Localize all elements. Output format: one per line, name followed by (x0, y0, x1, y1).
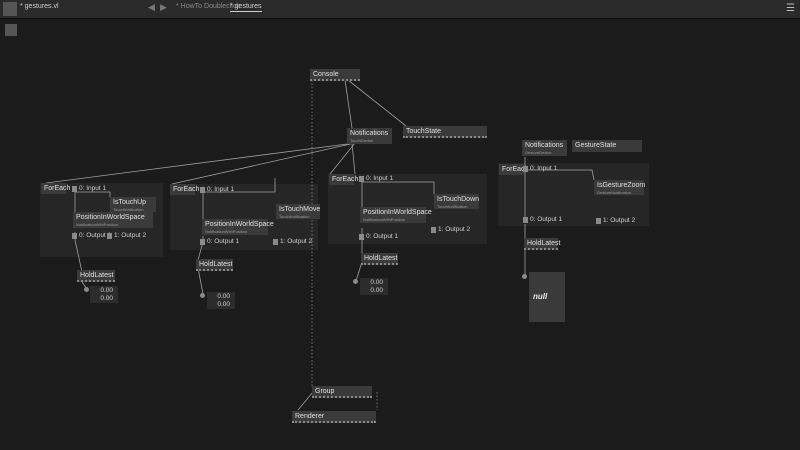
null-output-panel: null (529, 272, 565, 322)
output1-pin-2[interactable] (200, 239, 205, 245)
output-dot-4[interactable] (522, 274, 527, 279)
holdlatest-label-2: HoldLatest (199, 261, 233, 268)
istouchdown-label: IsTouchDown (437, 196, 480, 203)
value-2a: 0.00 (207, 292, 235, 301)
position-label-3: PositionInWorldSpace (363, 209, 432, 216)
input-pin-2[interactable] (200, 187, 205, 193)
output2-label-1: 1: Output 2 (114, 232, 147, 239)
output2-label-2: 1: Output 2 (280, 238, 313, 245)
touchstate-node[interactable]: TouchState (403, 126, 487, 138)
position-type-3: NotificationWithPosition (363, 217, 406, 222)
console-node[interactable]: Console (310, 69, 360, 81)
value-1a: 0.00 (90, 286, 118, 295)
output1-pin-3[interactable] (359, 234, 364, 240)
output2-pin-4[interactable] (596, 218, 601, 224)
istouchup-type: TouchNotification (113, 207, 144, 212)
isgesturezoom-label: IsGestureZoom (597, 182, 646, 189)
output1-pin-4[interactable] (523, 217, 528, 223)
output2-label-3: 1: Output 2 (438, 226, 471, 233)
foreach-node-1[interactable]: ForEach (41, 183, 70, 194)
foreach-label-2: ForEach (173, 186, 200, 193)
istouchup-label: IsTouchUp (113, 199, 147, 206)
output-dot-3[interactable] (353, 279, 358, 284)
hamburger-icon[interactable]: ☰ (786, 3, 795, 14)
output-dot-1[interactable] (84, 287, 89, 292)
istouchdown-type: TouchNotification (437, 204, 468, 209)
istouchmove-type: TouchNotification (279, 214, 310, 219)
gesturestate-node[interactable]: GestureState (572, 140, 642, 152)
output1-label-4: 0: Output 1 (530, 216, 563, 223)
output1-label-2: 0: Output 1 (207, 238, 240, 245)
foreach-label-3: ForEach (332, 176, 359, 183)
foreach-node-3[interactable]: ForEach (329, 174, 358, 185)
output1-label-3: 0: Output 1 (366, 233, 399, 240)
holdlatest-node-3[interactable]: HoldLatest (361, 253, 398, 265)
input-label-3: 0: Input 1 (366, 175, 394, 182)
holdlatest-node-2[interactable]: HoldLatest (196, 259, 233, 271)
foreach-label-1: ForEach (44, 185, 71, 192)
istouchmove-label: IsTouchMove (279, 206, 321, 213)
position-type-1: NotificationWithPosition (76, 222, 119, 227)
output2-pin-1[interactable] (107, 233, 112, 239)
group-node[interactable]: Group (312, 386, 372, 398)
holdlatest-label-3: HoldLatest (364, 255, 398, 262)
notifications-touch-label: Notifications (350, 130, 389, 137)
value-3a: 0.00 (360, 278, 388, 287)
output-dot-2[interactable] (200, 293, 205, 298)
foreach-label-4: ForEach (502, 166, 529, 173)
output1-pin-1[interactable] (72, 233, 77, 239)
value-1b: 0.00 (90, 294, 118, 303)
notifications-gesture-type: GestureDevice (525, 150, 552, 155)
toolbar-square-button[interactable] (5, 24, 17, 36)
output2-label-4: 1: Output 2 (603, 217, 636, 224)
app-icon[interactable] (3, 2, 17, 16)
gesturestate-label: GestureState (575, 142, 617, 149)
input-pin-3[interactable] (359, 176, 364, 182)
position-label-2: PositionInWorldSpace (205, 221, 274, 228)
left-arrow-icon[interactable]: ◀ (148, 2, 155, 12)
holdlatest-node-4[interactable]: HoldLatest (524, 238, 561, 250)
position-type-2: NotificationWithPosition (205, 229, 248, 234)
null-label: null (533, 292, 548, 301)
input-pin-1[interactable] (72, 186, 77, 192)
output1-label-1: 0: Output 1 (79, 232, 112, 239)
notifications-touch-type: TouchDevice (350, 138, 373, 143)
holdlatest-label-1: HoldLatest (80, 272, 114, 279)
holdlatest-node-1[interactable]: HoldLatest (77, 270, 115, 282)
tab-bar: * gestures.vl ◀ ▶ * HowTo Doubleclick * … (0, 0, 800, 19)
input-label-2: 0: Input 1 (207, 186, 235, 193)
output2-pin-3[interactable] (431, 227, 436, 233)
value-2b: 0.00 (207, 300, 235, 309)
input-label-1: 0: Input 1 (79, 185, 107, 192)
renderer-node[interactable]: Renderer (292, 411, 376, 423)
input-label-4: 0: Input 1 (530, 165, 558, 172)
holdlatest-label-4: HoldLatest (527, 240, 561, 247)
renderer-label: Renderer (295, 413, 325, 420)
group-label: Group (315, 388, 335, 395)
isgesturezoom-type: GestureNotification (597, 190, 632, 195)
right-arrow-icon[interactable]: ▶ (160, 2, 167, 12)
tab-gestures[interactable]: * gestures (230, 3, 262, 12)
touchstate-label: TouchState (406, 128, 442, 135)
tab-gestures-vl[interactable]: * gestures.vl (20, 3, 59, 10)
tab-howto-doubleclick[interactable]: * HowTo Doubleclick (176, 3, 240, 10)
output2-pin-2[interactable] (273, 239, 278, 245)
value-3b: 0.00 (360, 286, 388, 295)
notifications-gesture-label: Notifications (525, 142, 564, 149)
foreach-node-4[interactable]: ForEach (499, 164, 528, 175)
position-label-1: PositionInWorldSpace (76, 214, 145, 221)
foreach-node-2[interactable]: ForEach (170, 184, 199, 195)
input-pin-4[interactable] (523, 166, 528, 172)
console-label: Console (313, 71, 339, 78)
